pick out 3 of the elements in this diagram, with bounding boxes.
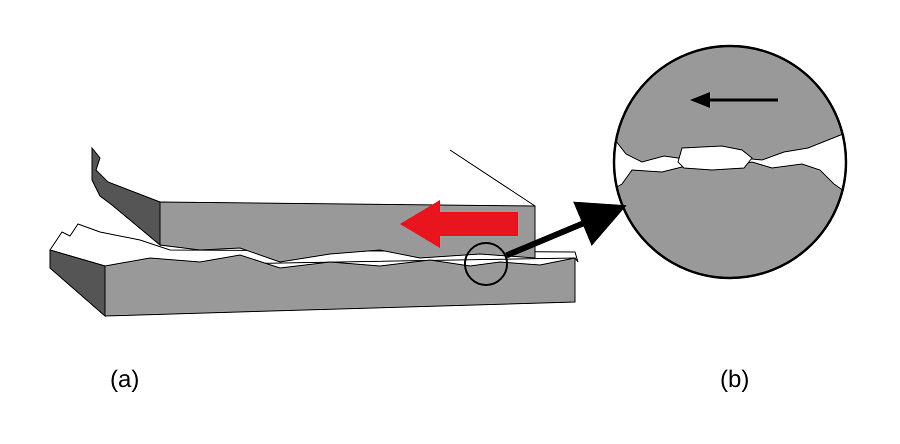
panel-label: (a) — [110, 366, 140, 394]
panel-label: (b) — [720, 366, 750, 394]
magnifier-circle — [464, 242, 508, 286]
